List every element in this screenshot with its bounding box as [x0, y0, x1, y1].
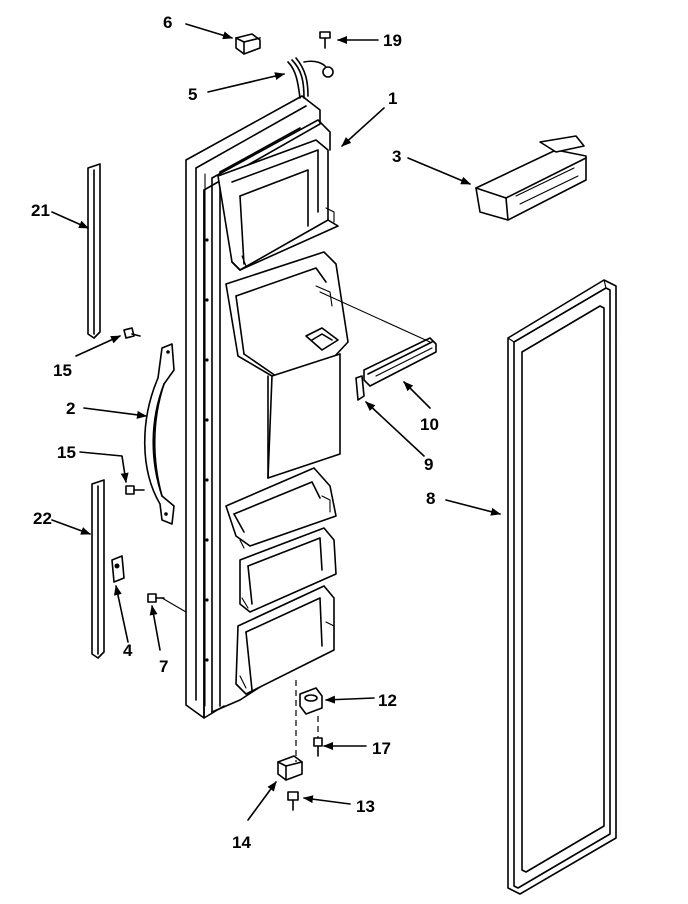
callout-6: 6 [163, 13, 172, 32]
callout-22: 22 [33, 509, 52, 528]
door-handle [143, 343, 175, 525]
lower-door-bin [239, 527, 337, 613]
callout-10: 10 [420, 415, 439, 434]
door-rivets [205, 238, 209, 662]
trim-strip-lower [91, 479, 105, 659]
middle-door-bin [225, 467, 337, 549]
callout-3: 3 [392, 147, 401, 166]
callout-5: 5 [188, 85, 197, 104]
screw-15-upper [123, 327, 141, 339]
wire-harness [287, 57, 334, 99]
callout-12: 12 [378, 691, 397, 710]
screw-15-lower [125, 485, 145, 495]
top-door-bin [217, 139, 339, 271]
callout-21: 21 [31, 201, 50, 220]
callout-2: 2 [66, 399, 75, 418]
bottom-door-bin [235, 585, 335, 695]
clip-4 [111, 555, 125, 583]
callout-17: 17 [372, 739, 391, 758]
screw-19 [319, 31, 331, 49]
callout-9: 9 [424, 455, 433, 474]
trim-strip-upper [87, 163, 101, 339]
callout-14: 14 [232, 833, 251, 852]
leader-lines [51, 23, 501, 821]
callout-7: 7 [159, 657, 168, 676]
dispenser-rail [363, 337, 437, 387]
assembly-line-screw7 [161, 597, 187, 613]
wire-connector [235, 33, 261, 55]
door-shelf [475, 135, 587, 221]
callout-15-upper: 15 [53, 361, 72, 380]
callout-13: 13 [356, 797, 375, 816]
dispenser-housing [225, 251, 349, 479]
screw-17 [313, 737, 323, 757]
assembly-line-rail [319, 291, 431, 343]
door-assembly [185, 95, 349, 719]
callout-15-lower: 15 [57, 443, 76, 462]
dispenser-bracket [355, 375, 365, 401]
hinge-bushing [299, 687, 323, 715]
door-gasket [507, 279, 617, 895]
callout-19: 19 [383, 31, 402, 50]
lower-hinge [277, 755, 303, 781]
screw-13 [287, 791, 299, 811]
callout-8: 8 [426, 489, 435, 508]
callout-4: 4 [123, 641, 133, 660]
callout-1: 1 [388, 89, 397, 108]
